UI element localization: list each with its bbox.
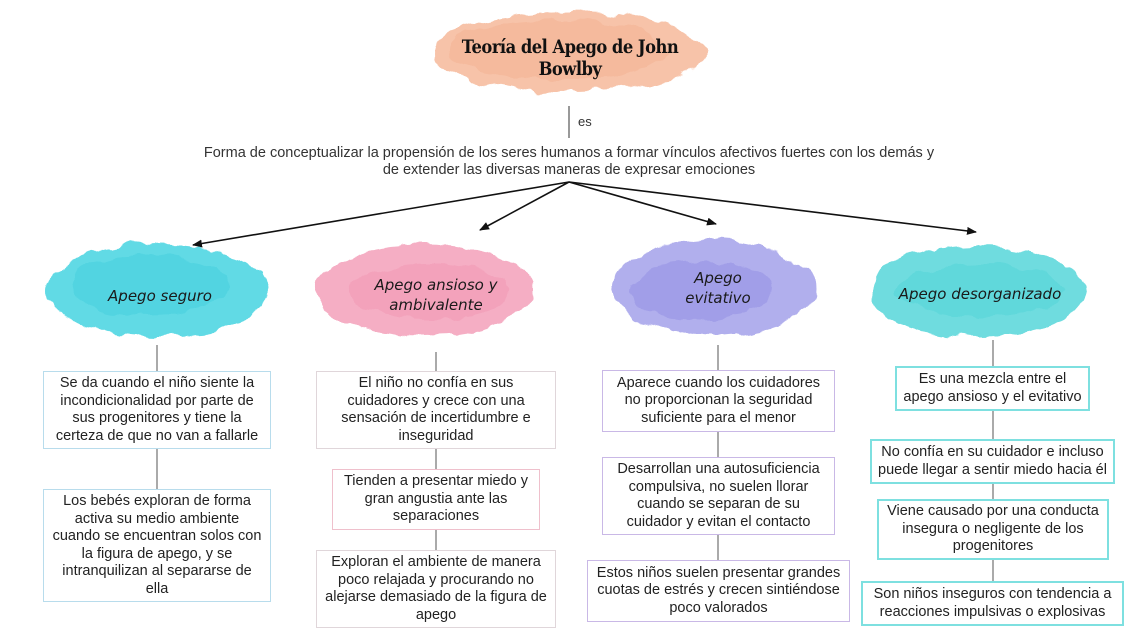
desorganizado-item-3: Viene causado por una conducta insegura … — [877, 499, 1109, 560]
category-label-evitativo: Apego evitativo — [685, 269, 751, 307]
desorganizado-item-4: Son niños inseguros con tendencia a reac… — [861, 581, 1124, 626]
ansioso-item-2: Tienden a presentar miedo y gran angusti… — [332, 469, 540, 530]
ansioso-item-3: Exploran el ambiente de manera poco rela… — [316, 550, 556, 628]
seguro-item-2: Los bebés exploran de forma activa su me… — [43, 489, 271, 602]
evitativo-item-1: Aparece cuando los cuidadores no proporc… — [602, 370, 835, 432]
desorganizado-item-2: No confía en su cuidador e incluso puede… — [870, 439, 1115, 484]
connector-label-es: es — [578, 114, 592, 129]
category-label-seguro: Apego seguro — [108, 287, 212, 305]
evitativo-item-2: Desarrollan una autosuficiencia compulsi… — [602, 457, 835, 535]
desorganizado-item-1: Es una mezcla entre el apego ansioso y e… — [895, 366, 1090, 411]
ansioso-item-1: El niño no confía en sus cuidadores y cr… — [316, 371, 556, 449]
evitativo-item-3: Estos niños suelen presentar grandes cuo… — [587, 560, 850, 622]
category-label-ansioso: Apego ansioso y ambivalente — [374, 276, 498, 314]
category-label-desorganizado: Apego desorganizado — [898, 285, 1062, 303]
definition-text: Forma de conceptualizar la propensión de… — [203, 145, 935, 178]
diagram-title: Teoría del Apego de John Bowlby — [461, 36, 679, 80]
seguro-item-1: Se da cuando el niño siente la incondici… — [43, 371, 271, 449]
